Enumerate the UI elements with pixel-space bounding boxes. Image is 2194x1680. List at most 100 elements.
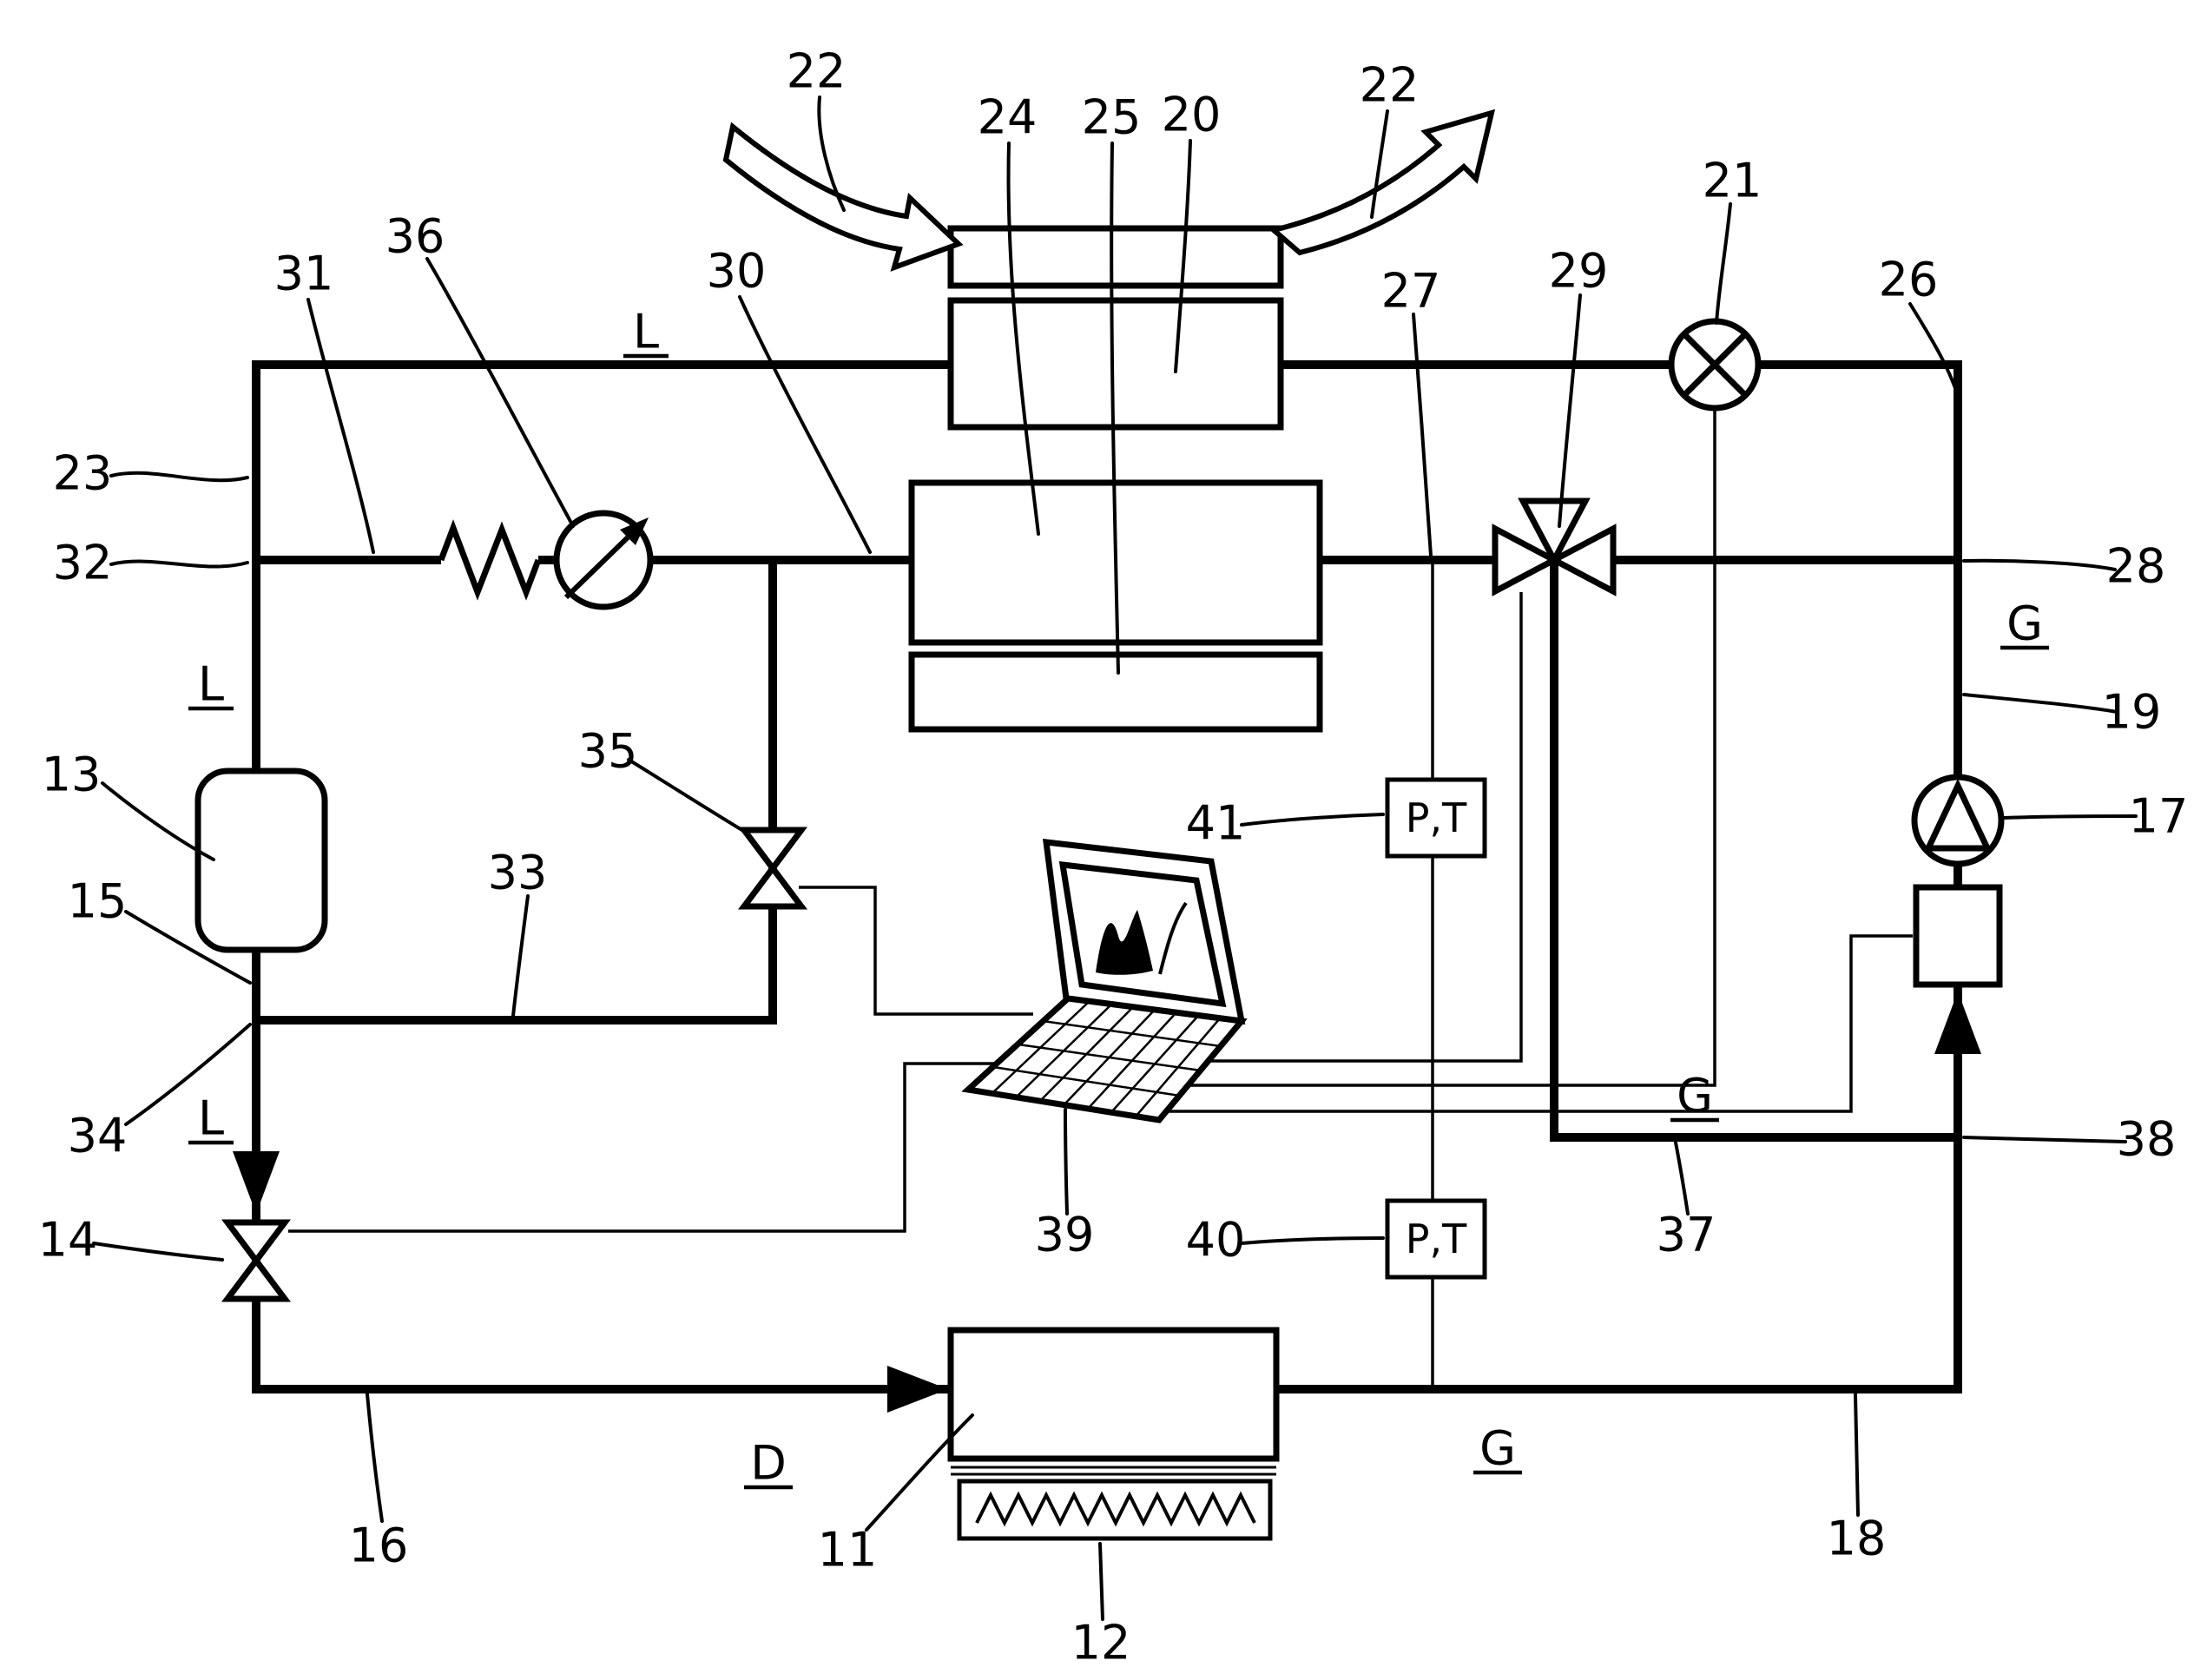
evaporator-inlet-arrow-icon [887, 1366, 948, 1413]
ref-label-16: 16 [349, 1519, 409, 1573]
leader-36 [425, 257, 575, 528]
leader-41 [1240, 813, 1385, 827]
leader-14 [92, 1242, 224, 1262]
ref-label-34: 34 [68, 1109, 128, 1163]
ref-label-23: 23 [53, 446, 113, 501]
sensor-pt-upper-box [1385, 777, 1487, 859]
phase-label-liquid-left-upper: L [198, 657, 224, 712]
spring-icon [438, 519, 542, 601]
airflow-arrow-right-icon [1268, 109, 1496, 256]
leader-40 [1240, 1236, 1385, 1245]
fan-valve-x-line-2 [1682, 332, 1748, 398]
leader-11 [865, 1413, 974, 1532]
condenser-subcooler [908, 651, 1323, 733]
leader-30 [738, 295, 872, 554]
sensor-pt-upper: P,T [1385, 777, 1487, 859]
leader-21 [1715, 202, 1732, 325]
bypass-valve [738, 827, 807, 910]
leader-13 [101, 781, 215, 861]
leader-19 [1962, 693, 2118, 714]
sensor-pt-lower-label: P,T [1406, 1216, 1467, 1262]
pump-triangle-icon [1923, 778, 1993, 852]
ref-label-33: 33 [488, 846, 548, 900]
phase-label-gas-bottom: G [1479, 1421, 1516, 1476]
three-way-valve-top-port [1518, 497, 1591, 567]
control-line-three-way-valve [1189, 592, 1523, 1063]
ref-label-39: 39 [1035, 1208, 1095, 1262]
control-line-pump [1150, 934, 1913, 1113]
ref-label-38: 38 [2117, 1112, 2177, 1167]
expansion-valve-upper [221, 1219, 291, 1266]
check-valve-arrow-shaft [563, 535, 630, 600]
ref-label-15: 15 [68, 874, 128, 929]
leader-39 [1064, 1108, 1069, 1216]
leader-22-right [1370, 109, 1389, 219]
leader-lines [92, 96, 2138, 1621]
pipes [252, 360, 1962, 1393]
leader-37 [1674, 1141, 1690, 1216]
bypass-pipe [256, 560, 777, 1024]
reservoir [194, 768, 328, 953]
laptop-key-col-4 [1063, 1009, 1156, 1106]
ref-label-24: 24 [978, 90, 1038, 145]
sensor-pt-lower: P,T [1385, 1198, 1487, 1280]
expansion-valve-lower [221, 1255, 291, 1302]
leader-31 [306, 298, 375, 554]
ref-label-41: 41 [1186, 796, 1246, 851]
up-flow-arrow-icon [1934, 992, 1981, 1054]
ref-label-40: 40 [1186, 1213, 1246, 1268]
laptop-screen-graphic [1096, 910, 1153, 975]
phase-label-liquid-left-lower: L [198, 1091, 224, 1146]
leader-33 [511, 894, 530, 1018]
ref-label-36: 36 [385, 209, 445, 264]
ref-label-22-right: 22 [1360, 58, 1420, 113]
laptop-screen-curve [1158, 901, 1188, 975]
check-valve-arrowhead-icon [620, 517, 649, 545]
leader-38 [1962, 1136, 2127, 1143]
laptop-key-col-3 [1039, 1006, 1134, 1102]
components: P,T P,T [194, 109, 2005, 1541]
laptop-key-col-5 [1087, 1011, 1177, 1110]
ref-label-14: 14 [38, 1213, 98, 1268]
main-loop-pipe [252, 360, 1962, 1393]
leader-15 [124, 910, 252, 985]
control-computer [961, 839, 1248, 1123]
leader-34 [124, 1023, 252, 1126]
leader-23 [109, 471, 249, 483]
ref-label-19: 19 [2102, 685, 2162, 740]
ref-label-12: 12 [1071, 1616, 1131, 1670]
control-line-valve35 [799, 886, 1033, 1016]
ref-label-28: 28 [2106, 539, 2166, 594]
leader-32 [109, 559, 249, 569]
ref-label-18: 18 [1827, 1512, 1887, 1566]
three-way-valve-left-port [1492, 524, 1561, 596]
laptop-key-col-6 [1110, 1015, 1199, 1113]
phase-label-gas-right-upper: G [2006, 596, 2043, 651]
leader-24 [1006, 142, 1040, 536]
laptop-keyboard [961, 995, 1248, 1123]
leader-25 [1110, 142, 1120, 675]
leader-18 [1854, 1393, 1860, 1517]
leader-16 [366, 1393, 384, 1523]
ref-label-31: 31 [274, 247, 334, 301]
laptop-key-col-2 [1015, 1004, 1112, 1098]
leader-29 [1558, 293, 1582, 528]
ref-label-17: 17 [2129, 789, 2189, 844]
condenser-upper-core [947, 297, 1284, 431]
bypass-valve-upper [738, 827, 807, 873]
fan-valve [1668, 318, 1762, 412]
heater [957, 1479, 1273, 1541]
pump-motor-box [1913, 884, 2003, 988]
phase-label-liquid-top: L [633, 305, 659, 359]
labels: 11 12 13 14 15 16 17 18 19 20 21 22 22 2… [38, 44, 2189, 1670]
three-way-valve [1492, 497, 1617, 596]
ref-label-25: 25 [1082, 90, 1142, 145]
ref-label-22-left: 22 [787, 44, 847, 99]
control-line-fan-valve [1172, 410, 1716, 1087]
sensor-pt-lower-box [1385, 1198, 1487, 1280]
leader-28 [1962, 558, 2117, 571]
laptop-key-col-7 [1135, 1018, 1221, 1117]
evaporator [947, 1327, 1280, 1462]
